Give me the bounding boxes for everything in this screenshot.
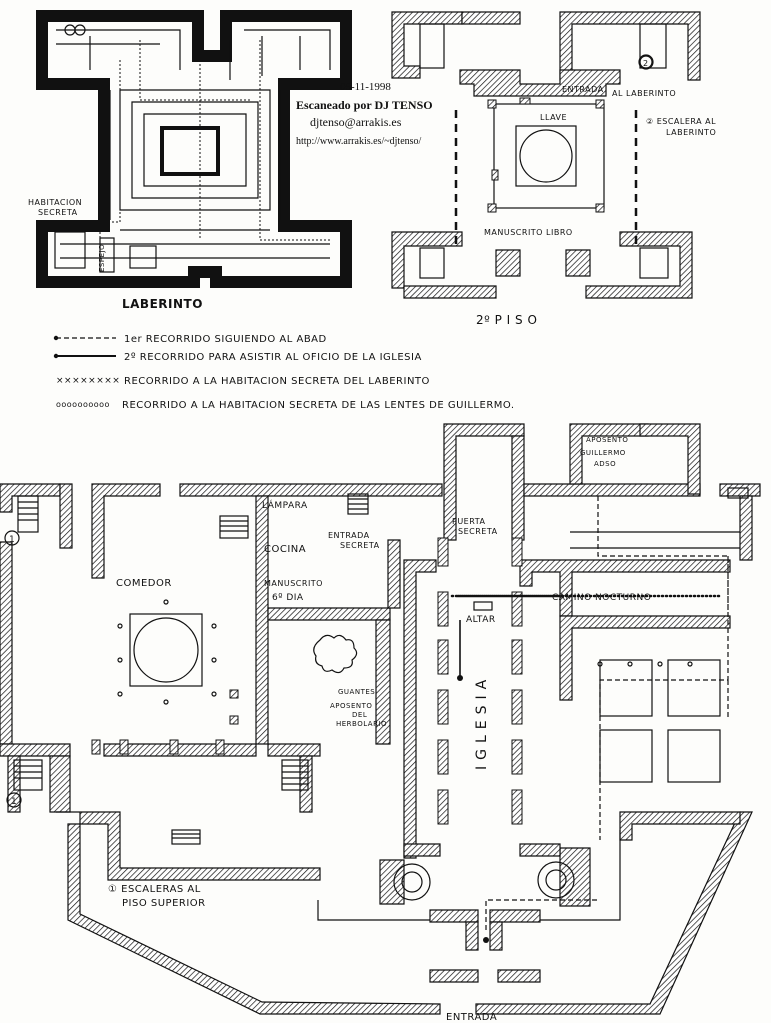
secret-door-label-2: SECRETA [458, 527, 498, 536]
labyrinth-entrance-label-1: ENTRADA [562, 85, 604, 94]
ground-floor-plan [0, 423, 761, 1015]
manuscript-day-label-2: 6º DIA [272, 593, 304, 603]
legend-route-3: RECORRIDO A LA HABITACION SECRETA DEL LA… [124, 376, 430, 387]
upper-stairs-label-1: ① ESCALERAS AL [108, 884, 201, 895]
night-path-label: CAMINO NOCTURNO [552, 593, 651, 603]
top-labels: HABITACION SECRETA ESPEJO ENTRADA AL LAB… [28, 85, 716, 272]
secret-room-label-1: HABITACION [28, 198, 82, 207]
scan-email: djtenso@arrakis.es [310, 115, 402, 129]
legend-route-3-marker: ×××××××× [56, 376, 120, 386]
william-room-label-2: GUILLERMO [580, 449, 626, 457]
scan-author: Escaneado por DJ TENSO [296, 98, 433, 112]
herbalist-room-label-3: HERBOLARIO [336, 720, 387, 728]
scan-date: 05-11-1998 [340, 81, 391, 93]
labyrinth-stairs-label-1: ② ESCALERA AL [646, 117, 716, 126]
william-room-label-1: APOSENTO [586, 436, 628, 444]
labyrinth-entrance-label-2: AL LABERINTO [612, 89, 676, 98]
key-label: LLAVE [540, 113, 567, 122]
gloves-label: GUANTES [338, 688, 375, 696]
labyrinth-plan [36, 10, 352, 288]
scan-url[interactable]: http://www.arrakis.es/~djtenso/ [296, 136, 422, 147]
church-label: IGLESIA [474, 674, 490, 770]
ground-floor-labels: LÁMPARA COCINA ENTRADA SECRETA COMEDOR M… [108, 436, 651, 1023]
dining-room-label: COMEDOR [116, 578, 172, 589]
marker-2: 2 [643, 59, 649, 68]
legend-route-4: RECORRIDO A LA HABITACION SECRETA DE LAS… [122, 400, 515, 411]
legend-route-4-marker: oooooooooo [56, 400, 110, 409]
labyrinth-title: LABERINTO [122, 297, 203, 311]
secret-entrance-label-2: SECRETA [340, 541, 380, 550]
kitchen-label: COCINA [264, 544, 306, 555]
manuscript-day-label-1: MANUSCRITO [264, 579, 323, 588]
legend-route-1: 1er RECORRIDO SIGUIENDO AL ABAD [124, 334, 327, 345]
herbalist-room-label-2: DEL [352, 711, 367, 719]
main-entrance-label: ENTRADA [446, 1012, 497, 1023]
herbalist-room-label-1: APOSENTO [330, 702, 372, 710]
manuscript-book-label: MANUSCRITO LIBRO [484, 228, 573, 237]
legend-route-2: 2º RECORRIDO PARA ASISTIR AL OFICIO DE L… [124, 352, 422, 363]
william-room-label-3: ADSO [594, 460, 616, 468]
credits-block: 05-11-1998 Escaneado por DJ TENSO djtens… [296, 81, 433, 147]
secret-entrance-label-1: ENTRADA [328, 531, 370, 540]
secret-door-label-1: PUERTA [452, 517, 485, 526]
route-legend: 1er RECORRIDO SIGUIENDO AL ABAD 2º RECOR… [53, 334, 515, 411]
second-floor-plan [391, 11, 701, 299]
marker-1-bottom: 1 [11, 797, 17, 807]
altar-label: ALTAR [466, 615, 496, 625]
secret-room-label-2: SECRETA [38, 208, 78, 217]
lamp-label: LÁMPARA [262, 499, 308, 511]
mirror-label: ESPEJO [98, 244, 106, 272]
upper-stairs-label-2: PISO SUPERIOR [122, 898, 206, 909]
marker-1-top: 1 [9, 535, 15, 545]
second-floor-title: 2º P I S O [476, 313, 537, 327]
labyrinth-stairs-label-2: LABERINTO [666, 128, 716, 137]
